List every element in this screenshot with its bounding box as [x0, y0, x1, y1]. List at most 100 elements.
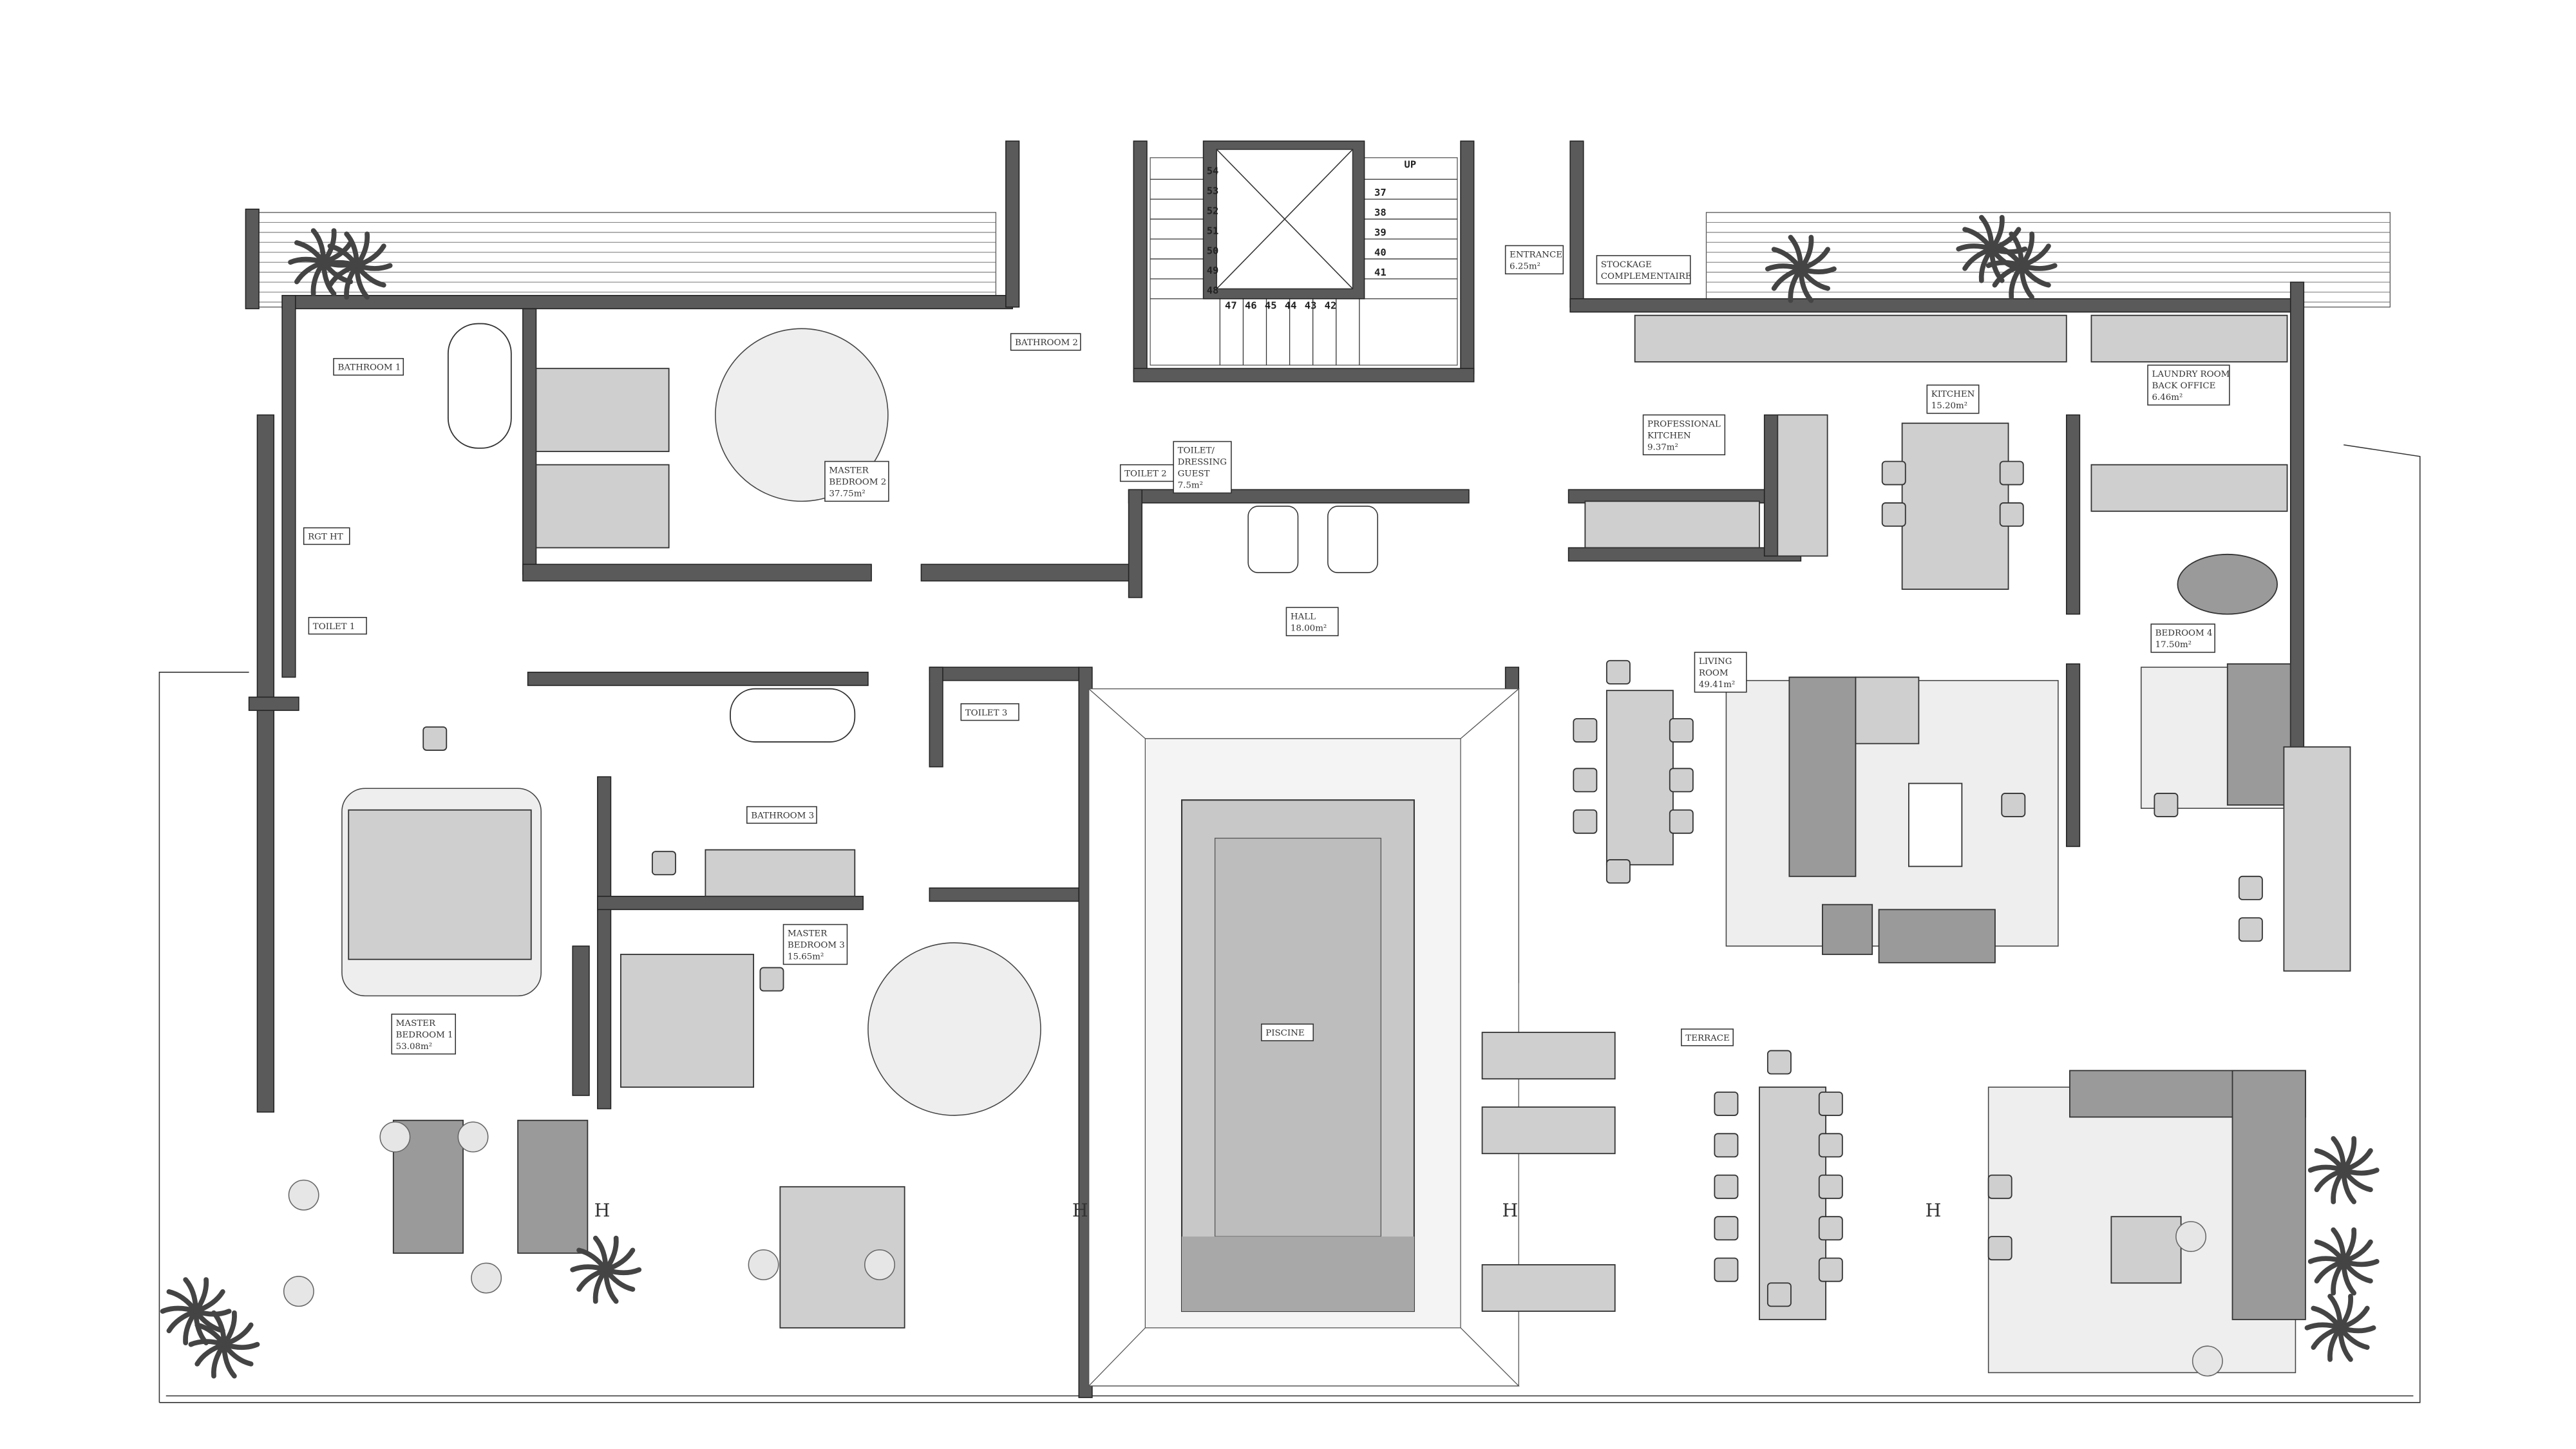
room-label-master-bedroom3: MASTER BEDROOM 315.65m²: [782, 923, 848, 965]
stair-up-label: UP: [1404, 158, 1416, 170]
chair: [1818, 1091, 1843, 1116]
room-label-text: DRESSING: [1178, 458, 1227, 468]
bed: [535, 464, 670, 549]
chair: [759, 967, 784, 992]
terrace-dining-table: [1759, 1086, 1826, 1320]
side-table: [748, 1249, 779, 1280]
stair-step-number: 45: [1265, 299, 1277, 311]
room-label-text: MASTER: [829, 466, 869, 476]
stair-step-number: 50: [1207, 245, 1219, 256]
room-label-text: TOILET 2: [1124, 469, 1167, 479]
stair-step-number: 44: [1285, 299, 1297, 311]
stair-step-number: 42: [1325, 299, 1337, 311]
section-mark: H: [594, 1200, 611, 1221]
room-label-text: BEDROOM 2: [829, 478, 886, 488]
chair: [1573, 768, 1598, 793]
chair: [1818, 1216, 1843, 1241]
room-label-text: LAUNDRY ROOM: [2152, 370, 2230, 379]
coffee-table: [1908, 782, 1963, 867]
room-label-bathroom3: BATHROOM 3: [746, 806, 817, 824]
dining-table: [1605, 690, 1674, 866]
chair: [1573, 718, 1598, 743]
chair: [1669, 809, 1694, 834]
room-label-text: BATHROOM 1: [337, 363, 401, 373]
stair-step-number: 40: [1374, 247, 1387, 258]
palm-tree-icon: [2304, 1293, 2376, 1362]
room-label-text: BEDROOM 3: [788, 941, 845, 951]
room-labels: BATHROOM 1 RGT HT TOILET 1 MASTER BEDROOM 23…: [303, 245, 2230, 1055]
room-label-text: 49.41m²: [1699, 680, 1735, 690]
furniture: [283, 314, 2351, 1377]
room-label-text: LIVING: [1699, 657, 1732, 667]
room-label-text: 37.75m²: [829, 489, 865, 499]
balcony-right: [1705, 212, 2391, 308]
palm-tree-icon: [570, 1235, 642, 1304]
room-label-text: TOILET/: [1178, 446, 1215, 456]
room-label-text: TERRACE: [1685, 1034, 1730, 1043]
sofa: [1788, 676, 1857, 877]
palm-tree-icon: [1985, 231, 2058, 300]
stair-step-number: 47: [1225, 299, 1237, 311]
chair: [1818, 1133, 1843, 1158]
side-table: [2192, 1345, 2223, 1377]
side-table: [864, 1249, 895, 1280]
section-mark: H: [1072, 1200, 1088, 1221]
room-label-text: BEDROOM 4: [2155, 629, 2213, 638]
room-label-text: 15.20m²: [1931, 401, 1967, 411]
room-label-text: BACK OFFICE: [2152, 381, 2215, 391]
room-label-text: BEDROOM 1: [396, 1030, 453, 1040]
chair: [1999, 460, 2024, 486]
room-label-toilet1: TOILET 1: [308, 616, 367, 635]
stair-step-number: 53: [1207, 185, 1219, 197]
lounger: [1481, 1264, 1616, 1312]
stair-step-number: 49: [1207, 265, 1219, 276]
chair: [1669, 768, 1694, 793]
room-label-text: STOCKAGE: [1601, 260, 1652, 270]
room-label-text: COMPLEMENTAIRE: [1601, 272, 1692, 281]
stair-step-number: 51: [1207, 225, 1219, 236]
chair: [1987, 1236, 2012, 1261]
stair-step-number: 37: [1374, 187, 1387, 198]
room-label-text: 15.65m²: [788, 952, 824, 962]
room-label-text: TOILET 3: [965, 708, 1008, 718]
kitchen-counter: [1634, 314, 2067, 363]
side-table: [471, 1262, 502, 1294]
room-label-text: BATHROOM 2: [1015, 338, 1078, 348]
stair-step-number: 54: [1207, 166, 1219, 177]
room-label-text: BATHROOM 3: [751, 811, 814, 821]
palm-tree-icon: [321, 231, 393, 300]
chair: [422, 726, 448, 751]
room-label-text: TOILET 1: [313, 622, 355, 632]
section-mark: H: [1502, 1200, 1518, 1221]
palm-tree-icon: [2307, 1227, 2380, 1296]
bed: [348, 809, 532, 960]
chair: [2154, 793, 2179, 817]
stair-step-number: 43: [1305, 299, 1317, 311]
chair: [1714, 1091, 1739, 1116]
side-table: [288, 1179, 319, 1211]
stair-step-number: 38: [1374, 207, 1387, 218]
room-label-text: MASTER: [788, 929, 828, 939]
lounger: [1481, 1106, 1616, 1155]
room-label-piscine: PISCINE: [1260, 1023, 1314, 1041]
chair: [1669, 718, 1694, 743]
room-label-bathroom1: BATHROOM 1: [333, 357, 404, 376]
room-label-text: 7.5m²: [1178, 481, 1203, 491]
palm-tree-icon: [160, 1277, 232, 1345]
room-label-text: RGT HT: [308, 533, 343, 542]
vanity: [705, 849, 856, 897]
room-label-text: 6.25m²: [1510, 262, 1540, 272]
sunbed: [517, 1119, 589, 1254]
stair-step-number: 46: [1245, 299, 1257, 311]
palm-tree-icon: [2307, 1136, 2380, 1204]
section-mark: H: [1926, 1200, 1942, 1221]
side-table: [457, 1121, 489, 1153]
side-table: [283, 1276, 314, 1307]
room-label-text: 6.46m²: [2152, 393, 2183, 402]
